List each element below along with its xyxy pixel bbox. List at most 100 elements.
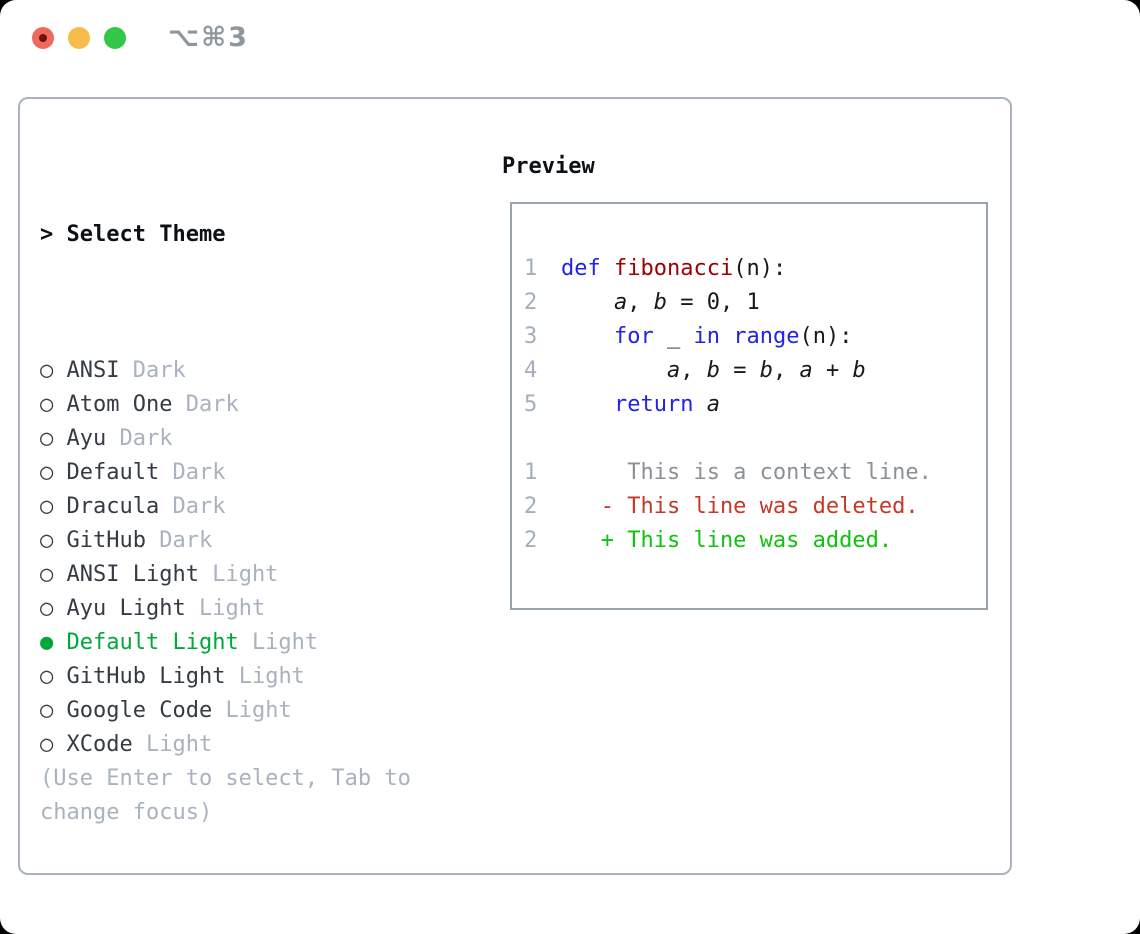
spacer-row <box>40 864 318 898</box>
theme-variant: Dark <box>172 460 226 485</box>
code-segment: This is a context line. <box>561 460 932 485</box>
preview-header: Preview <box>502 154 595 179</box>
code-line: 5 return a <box>524 388 986 422</box>
code-line: 2 - This line was deleted. <box>524 490 986 524</box>
zoom-button[interactable] <box>104 27 126 49</box>
theme-variant: Dark <box>159 528 213 553</box>
code-segment: b <box>706 358 720 383</box>
code-segment: for <box>613 324 654 349</box>
theme-variant: Dark <box>119 426 173 451</box>
code-segment <box>601 252 614 286</box>
theme-option-ayu-light[interactable]: ○ Ayu Light Light <box>40 592 318 626</box>
code-segment: = <box>719 358 760 383</box>
code-segment <box>720 320 733 354</box>
theme-variant: Light <box>225 698 292 723</box>
theme-option-ayu[interactable]: ○ Ayu Dark <box>40 422 318 456</box>
code-segment: fibonacci <box>614 256 734 281</box>
theme-option-github-light[interactable]: ○ GitHub Light Light <box>40 660 318 694</box>
theme-option-ansi-light[interactable]: ○ ANSI Light Light <box>40 558 318 592</box>
theme-option-ansi[interactable]: ○ ANSI Dark <box>40 354 318 388</box>
code-segment: , <box>772 358 800 383</box>
line-number <box>524 422 548 456</box>
theme-picker-panel: > Select Theme ○ ANSI Dark○ Atom One Dar… <box>18 97 1012 875</box>
code-segment: (n): <box>733 256 787 281</box>
radio-unselected-icon: ○ <box>40 460 54 485</box>
help-text: (Use Enter to select, Tab to change focu… <box>40 766 411 825</box>
code-segment: a <box>799 358 813 383</box>
radio-unselected-icon: ○ <box>40 528 54 553</box>
line-number: 2 <box>524 290 538 315</box>
line-number: 2 <box>524 528 538 553</box>
theme-variant: Light <box>212 562 279 587</box>
code-segment: in <box>693 324 720 349</box>
code-segment: a <box>613 290 628 315</box>
code-segment <box>693 388 706 422</box>
radio-unselected-icon: ○ <box>40 562 54 587</box>
theme-name: Default Light <box>66 630 239 655</box>
radio-unselected-icon: ○ <box>40 358 54 383</box>
theme-option-dracula[interactable]: ○ Dracula Dark <box>40 490 318 524</box>
window-shortcut-label: ⌥⌘3 <box>168 22 249 53</box>
theme-picker-column: > Select Theme ○ ANSI Dark○ Atom One Dar… <box>40 150 318 934</box>
code-segment: _ <box>653 324 694 349</box>
code-line: 2 + This line was added. <box>524 524 986 558</box>
theme-name: Ayu <box>66 426 107 451</box>
theme-option-google-code[interactable]: ○ Google Code Light <box>40 694 318 728</box>
code-line: 3 for _ in range(n): <box>524 320 986 354</box>
radio-unselected-icon: ○ <box>40 596 54 621</box>
code-segment: = 0, 1 <box>666 290 760 315</box>
line-number: 4 <box>524 358 538 383</box>
minimize-button[interactable] <box>68 27 90 49</box>
radio-unselected-icon: ○ <box>40 732 54 757</box>
close-button[interactable] <box>32 27 54 49</box>
code-segment: b <box>759 358 773 383</box>
titlebar: ⌥⌘3 <box>0 0 1140 76</box>
radio-selected-icon: ● <box>40 630 54 655</box>
theme-name: ANSI Light <box>66 562 199 587</box>
code-segment: + This line was added. <box>561 528 893 553</box>
radio-unselected-icon: ○ <box>40 392 54 417</box>
code-segment: b <box>852 358 866 383</box>
radio-unselected-icon: ○ <box>40 494 54 519</box>
code-segment: - This line was deleted. <box>561 494 919 519</box>
line-number: 1 <box>524 460 538 485</box>
theme-variant: Dark <box>185 392 239 417</box>
theme-name: Dracula <box>66 494 160 519</box>
theme-name: Atom One <box>66 392 173 417</box>
code-segment: , <box>680 358 707 383</box>
radio-unselected-icon: ○ <box>40 426 54 451</box>
theme-option-github[interactable]: ○ GitHub Dark <box>40 524 318 558</box>
theme-name: Ayu Light <box>66 596 186 621</box>
select-theme-title: Select Theme <box>66 222 226 247</box>
code-segment: , <box>627 290 654 315</box>
radio-unselected-icon: ○ <box>40 698 54 723</box>
code-segment: a <box>666 358 681 383</box>
code-segment <box>561 286 614 320</box>
theme-variant: Light <box>198 596 266 621</box>
theme-name: XCode <box>66 732 133 757</box>
line-number: 1 <box>524 256 538 281</box>
code-segment: b <box>653 290 667 315</box>
code-segment: range <box>733 324 800 349</box>
theme-option-default[interactable]: ○ Default Dark <box>40 456 318 490</box>
theme-name: Default <box>66 460 160 485</box>
theme-option-default-light[interactable]: ● Default Light Light <box>40 626 318 660</box>
code-segment <box>561 388 614 422</box>
close-button-dot-icon <box>39 34 47 42</box>
theme-name: Google Code <box>66 698 213 723</box>
theme-list: ○ ANSI Dark○ Atom One Dark○ Ayu Dark○ De… <box>40 354 318 762</box>
code-segment <box>561 354 667 388</box>
theme-variant: Dark <box>132 358 186 383</box>
theme-option-atom-one[interactable]: ○ Atom One Dark <box>40 388 318 422</box>
theme-variant: Light <box>145 732 213 757</box>
line-number: 3 <box>524 324 538 349</box>
code-segment: + <box>812 358 853 383</box>
theme-name: GitHub Light <box>66 664 226 689</box>
radio-unselected-icon: ○ <box>40 664 54 689</box>
theme-option-xcode[interactable]: ○ XCode Light <box>40 728 318 762</box>
code-line: 1 This is a context line. <box>524 456 986 490</box>
